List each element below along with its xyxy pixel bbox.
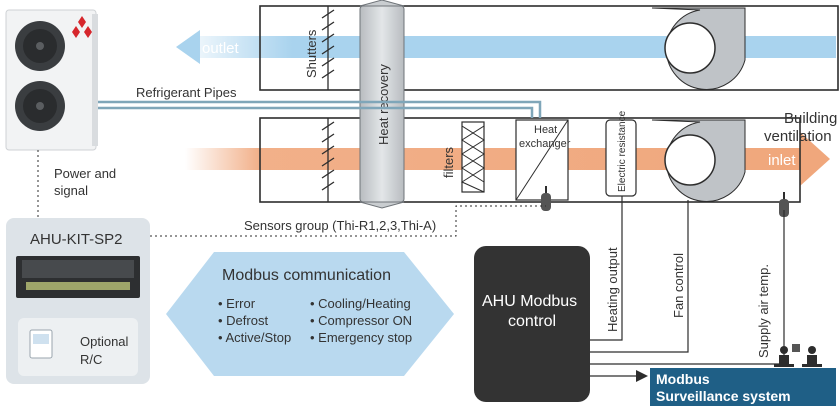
modbus-item-defrost: • Defrost [218,313,268,328]
modbus-item-compressor-on: • Compressor ON [310,313,412,328]
outlet-label: outlet [202,40,240,57]
brand-logo-icon [72,16,92,38]
sensors-group-label: Sensors group (Thi-R1,2,3,Thi-A) [244,218,436,233]
operators-icon [774,344,822,367]
outdoor-unit [5,9,98,151]
building-ventilation-label-1: Building [784,110,837,127]
inlet-flow: inlet [185,132,830,186]
modbus-hexagon [166,252,454,376]
inlet-label: inlet [768,152,796,169]
modbus-item-error: • Error [218,296,256,311]
surveillance-label-2: Surveillance system [656,388,791,404]
building-ventilation-label-2: ventilation [764,128,832,145]
refrigerant-pipes [98,100,542,118]
refrigerant-pipes-label: Refrigerant Pipes [136,85,237,100]
fan-control-label: Fan control [671,253,686,318]
power-signal-label-1: Power and [54,166,116,181]
heat-exchanger [515,119,569,201]
optional-rc-label-2: R/C [80,352,102,367]
upper-duct [259,5,839,91]
supply-air-temp-label: Supply air temp. [756,264,771,358]
optional-rc-label-1: Optional [80,334,129,349]
electric-resistance [605,119,637,197]
heat-exchanger-label-2: exchanger [519,138,571,150]
ahu-control-label-2: control [508,313,556,330]
modbus-item-emergency-stop: • Emergency stop [310,330,412,345]
supply-sensor-icon [779,192,789,217]
exhaust-fan-icon [651,7,746,90]
supply-fan-icon [651,119,746,202]
electric-resistance-label: Electric resistance [617,110,628,192]
modbus-item-active-stop: • Active/Stop [218,330,291,345]
ahu-modbus-control-box [474,246,590,402]
modbus-item-cooling-heating: • Cooling/Heating [310,296,411,311]
sensor-probe-icon [541,186,551,211]
surveillance-box [650,368,836,406]
heat-exchanger-label-1: Heat [534,124,557,136]
ahu-kit-title: AHU-KIT-SP2 [30,231,123,248]
heating-output-label: Heating output [605,247,620,332]
heat-recovery-column [359,0,405,209]
sensors-group-line [150,205,546,237]
shutters-label: Shutters [304,29,319,78]
lower-duct [259,117,801,203]
shutters-hatch [321,6,335,202]
filters-label: filters [441,146,456,178]
ahu-kit-panel [6,218,150,384]
ahu-control-label-1: AHU Modbus [482,293,577,310]
filter-element [460,121,485,193]
power-signal-label-2: signal [54,183,88,198]
modbus-title: Modbus communication [222,267,391,284]
surveillance-label-1: Modbus [656,371,710,387]
heat-recovery-label: Heat recovery [376,64,391,145]
